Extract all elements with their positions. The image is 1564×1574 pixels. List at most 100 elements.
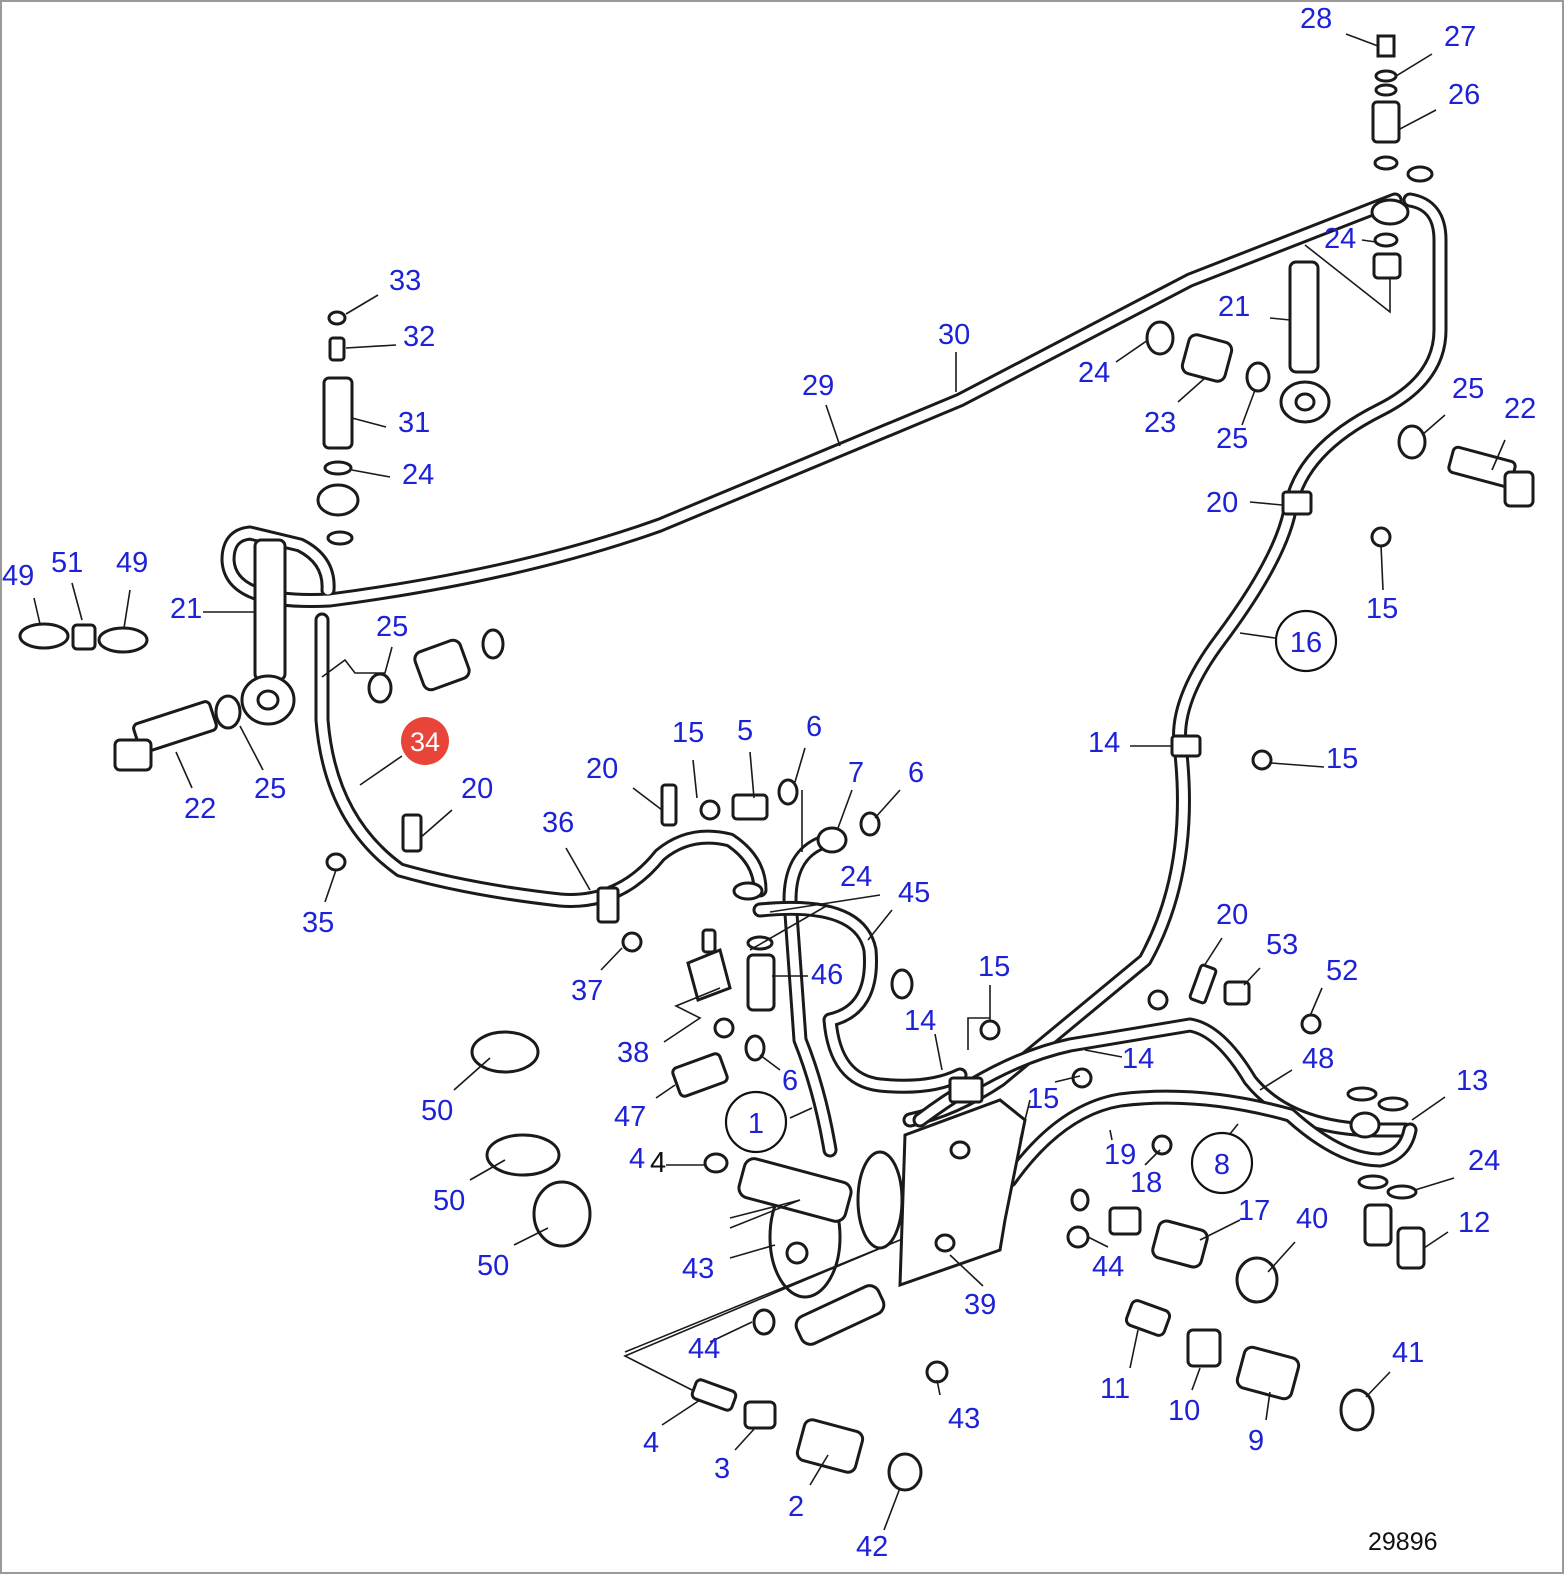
callout-15[interactable]: 15 xyxy=(978,951,1010,983)
callout-32[interactable]: 32 xyxy=(403,321,435,353)
callout-47[interactable]: 47 xyxy=(614,1101,646,1133)
callout-52[interactable]: 52 xyxy=(1326,955,1358,987)
callout-17[interactable]: 17 xyxy=(1238,1195,1270,1227)
callout-4[interactable]: 4 xyxy=(643,1427,659,1459)
callout-43[interactable]: 43 xyxy=(948,1403,980,1435)
callout-38[interactable]: 38 xyxy=(617,1037,649,1069)
callout-43[interactable]: 43 xyxy=(682,1253,714,1285)
callout-53[interactable]: 53 xyxy=(1266,929,1298,961)
callout-10[interactable]: 10 xyxy=(1168,1395,1200,1427)
bracket-39 xyxy=(703,1098,1027,1346)
fuel-pipe-8 xyxy=(1002,1089,1418,1188)
callout-20[interactable]: 20 xyxy=(1206,487,1238,519)
callout-15[interactable]: 15 xyxy=(1326,743,1358,775)
banjo-fitting-21-right xyxy=(1145,260,1535,508)
fuel-pipe-45 xyxy=(752,900,968,1094)
callout-16: 16 xyxy=(1290,627,1322,659)
callout-25[interactable]: 25 xyxy=(376,611,408,643)
callout-25[interactable]: 25 xyxy=(254,773,286,805)
callout-36[interactable]: 36 xyxy=(542,807,574,839)
callout-14[interactable]: 14 xyxy=(1122,1043,1154,1075)
callout-15[interactable]: 15 xyxy=(1027,1083,1059,1115)
callout-4[interactable]: 4 xyxy=(629,1143,645,1175)
group-circle-8: 8 xyxy=(1190,1131,1254,1195)
callout-48[interactable]: 48 xyxy=(1302,1043,1334,1075)
callout-30[interactable]: 30 xyxy=(938,319,970,351)
callout-20[interactable]: 20 xyxy=(1216,899,1248,931)
callout-50[interactable]: 50 xyxy=(477,1250,509,1282)
callout-20[interactable]: 20 xyxy=(586,753,618,785)
callout-24[interactable]: 24 xyxy=(1324,223,1356,255)
callout-20[interactable]: 20 xyxy=(461,773,493,805)
banjo-fitting-top-right xyxy=(1370,34,1434,280)
adapters-17-40 xyxy=(1108,1206,1279,1304)
callout-27[interactable]: 27 xyxy=(1444,21,1476,53)
banjo-fittings-12-13 xyxy=(1346,1086,1426,1270)
callout-9[interactable]: 9 xyxy=(1248,1425,1264,1457)
bolts-43-44 xyxy=(785,1188,1090,1384)
callout-29[interactable]: 29 xyxy=(802,370,834,402)
callout-49[interactable]: 49 xyxy=(2,560,34,592)
callout-34[interactable]: 34 xyxy=(410,727,440,757)
callout-15[interactable]: 15 xyxy=(1366,593,1398,625)
callout-37[interactable]: 37 xyxy=(571,975,603,1007)
callout-21[interactable]: 21 xyxy=(170,593,202,625)
hose-clamps-50 xyxy=(470,1030,592,1248)
callout-11[interactable]: 11 xyxy=(1100,1373,1130,1405)
callout-31[interactable]: 31 xyxy=(398,407,430,439)
callout-21[interactable]: 21 xyxy=(1218,291,1250,323)
callout-5[interactable]: 5 xyxy=(737,715,753,747)
callout-24[interactable]: 24 xyxy=(1468,1145,1500,1177)
callout-39[interactable]: 39 xyxy=(964,1289,996,1321)
callout-44[interactable]: 44 xyxy=(688,1333,720,1365)
callout-25[interactable]: 25 xyxy=(1216,423,1248,455)
callout-33[interactable]: 33 xyxy=(389,265,421,297)
callout-40[interactable]: 40 xyxy=(1296,1203,1328,1235)
highlighted-callout-34[interactable]: 34 xyxy=(401,717,449,765)
callout-7[interactable]: 7 xyxy=(848,757,864,789)
callout-15[interactable]: 15 xyxy=(672,717,704,749)
callout-25[interactable]: 25 xyxy=(1452,373,1484,405)
callout-18[interactable]: 18 xyxy=(1130,1167,1162,1199)
leader-lines xyxy=(33,33,1506,1531)
banjo-fitting-21-left xyxy=(113,538,505,772)
callout-41[interactable]: 41 xyxy=(1392,1337,1424,1369)
callout-46[interactable]: 46 xyxy=(811,959,843,991)
callout-26[interactable]: 26 xyxy=(1448,79,1480,111)
callout-6[interactable]: 6 xyxy=(908,757,924,789)
pipe-clamps xyxy=(401,490,1313,1104)
callout-22[interactable]: 22 xyxy=(184,793,216,825)
callout-44[interactable]: 44 xyxy=(1092,1251,1124,1283)
callout-50[interactable]: 50 xyxy=(433,1185,465,1217)
callout-1: 1 xyxy=(748,1108,764,1140)
callout-28[interactable]: 28 xyxy=(1300,3,1332,35)
hose-clamps-49-51 xyxy=(18,622,149,654)
group-circle-16: 16 xyxy=(1274,609,1338,673)
callout-23[interactable]: 23 xyxy=(1144,407,1176,439)
callout-49[interactable]: 49 xyxy=(116,547,148,579)
callout-8: 8 xyxy=(1214,1149,1230,1181)
callout-51[interactable]: 51 xyxy=(51,547,83,579)
callout-13[interactable]: 13 xyxy=(1456,1065,1488,1097)
callout-45[interactable]: 45 xyxy=(898,877,930,909)
callout-3[interactable]: 3 xyxy=(714,1453,730,1485)
callout-24[interactable]: 24 xyxy=(840,861,872,893)
callout-24[interactable]: 24 xyxy=(402,459,434,491)
callout-24[interactable]: 24 xyxy=(1078,357,1110,389)
callout-14[interactable]: 14 xyxy=(1088,727,1120,759)
callout-2[interactable]: 2 xyxy=(788,1491,804,1523)
callout-22[interactable]: 22 xyxy=(1504,393,1536,425)
callout-35[interactable]: 35 xyxy=(302,907,334,939)
callout-12[interactable]: 12 xyxy=(1458,1207,1490,1239)
callout-6[interactable]: 6 xyxy=(806,711,822,743)
callout-19[interactable]: 19 xyxy=(1104,1139,1136,1171)
callout-42[interactable]: 42 xyxy=(856,1531,888,1563)
adapters-9-11-41 xyxy=(1124,1299,1375,1432)
callout-6[interactable]: 6 xyxy=(782,1065,798,1097)
banjo-fitting-31 xyxy=(316,310,360,546)
callout-50[interactable]: 50 xyxy=(421,1095,453,1127)
group-circle-1: 1 xyxy=(724,1090,788,1154)
callout-14[interactable]: 14 xyxy=(904,1005,936,1037)
